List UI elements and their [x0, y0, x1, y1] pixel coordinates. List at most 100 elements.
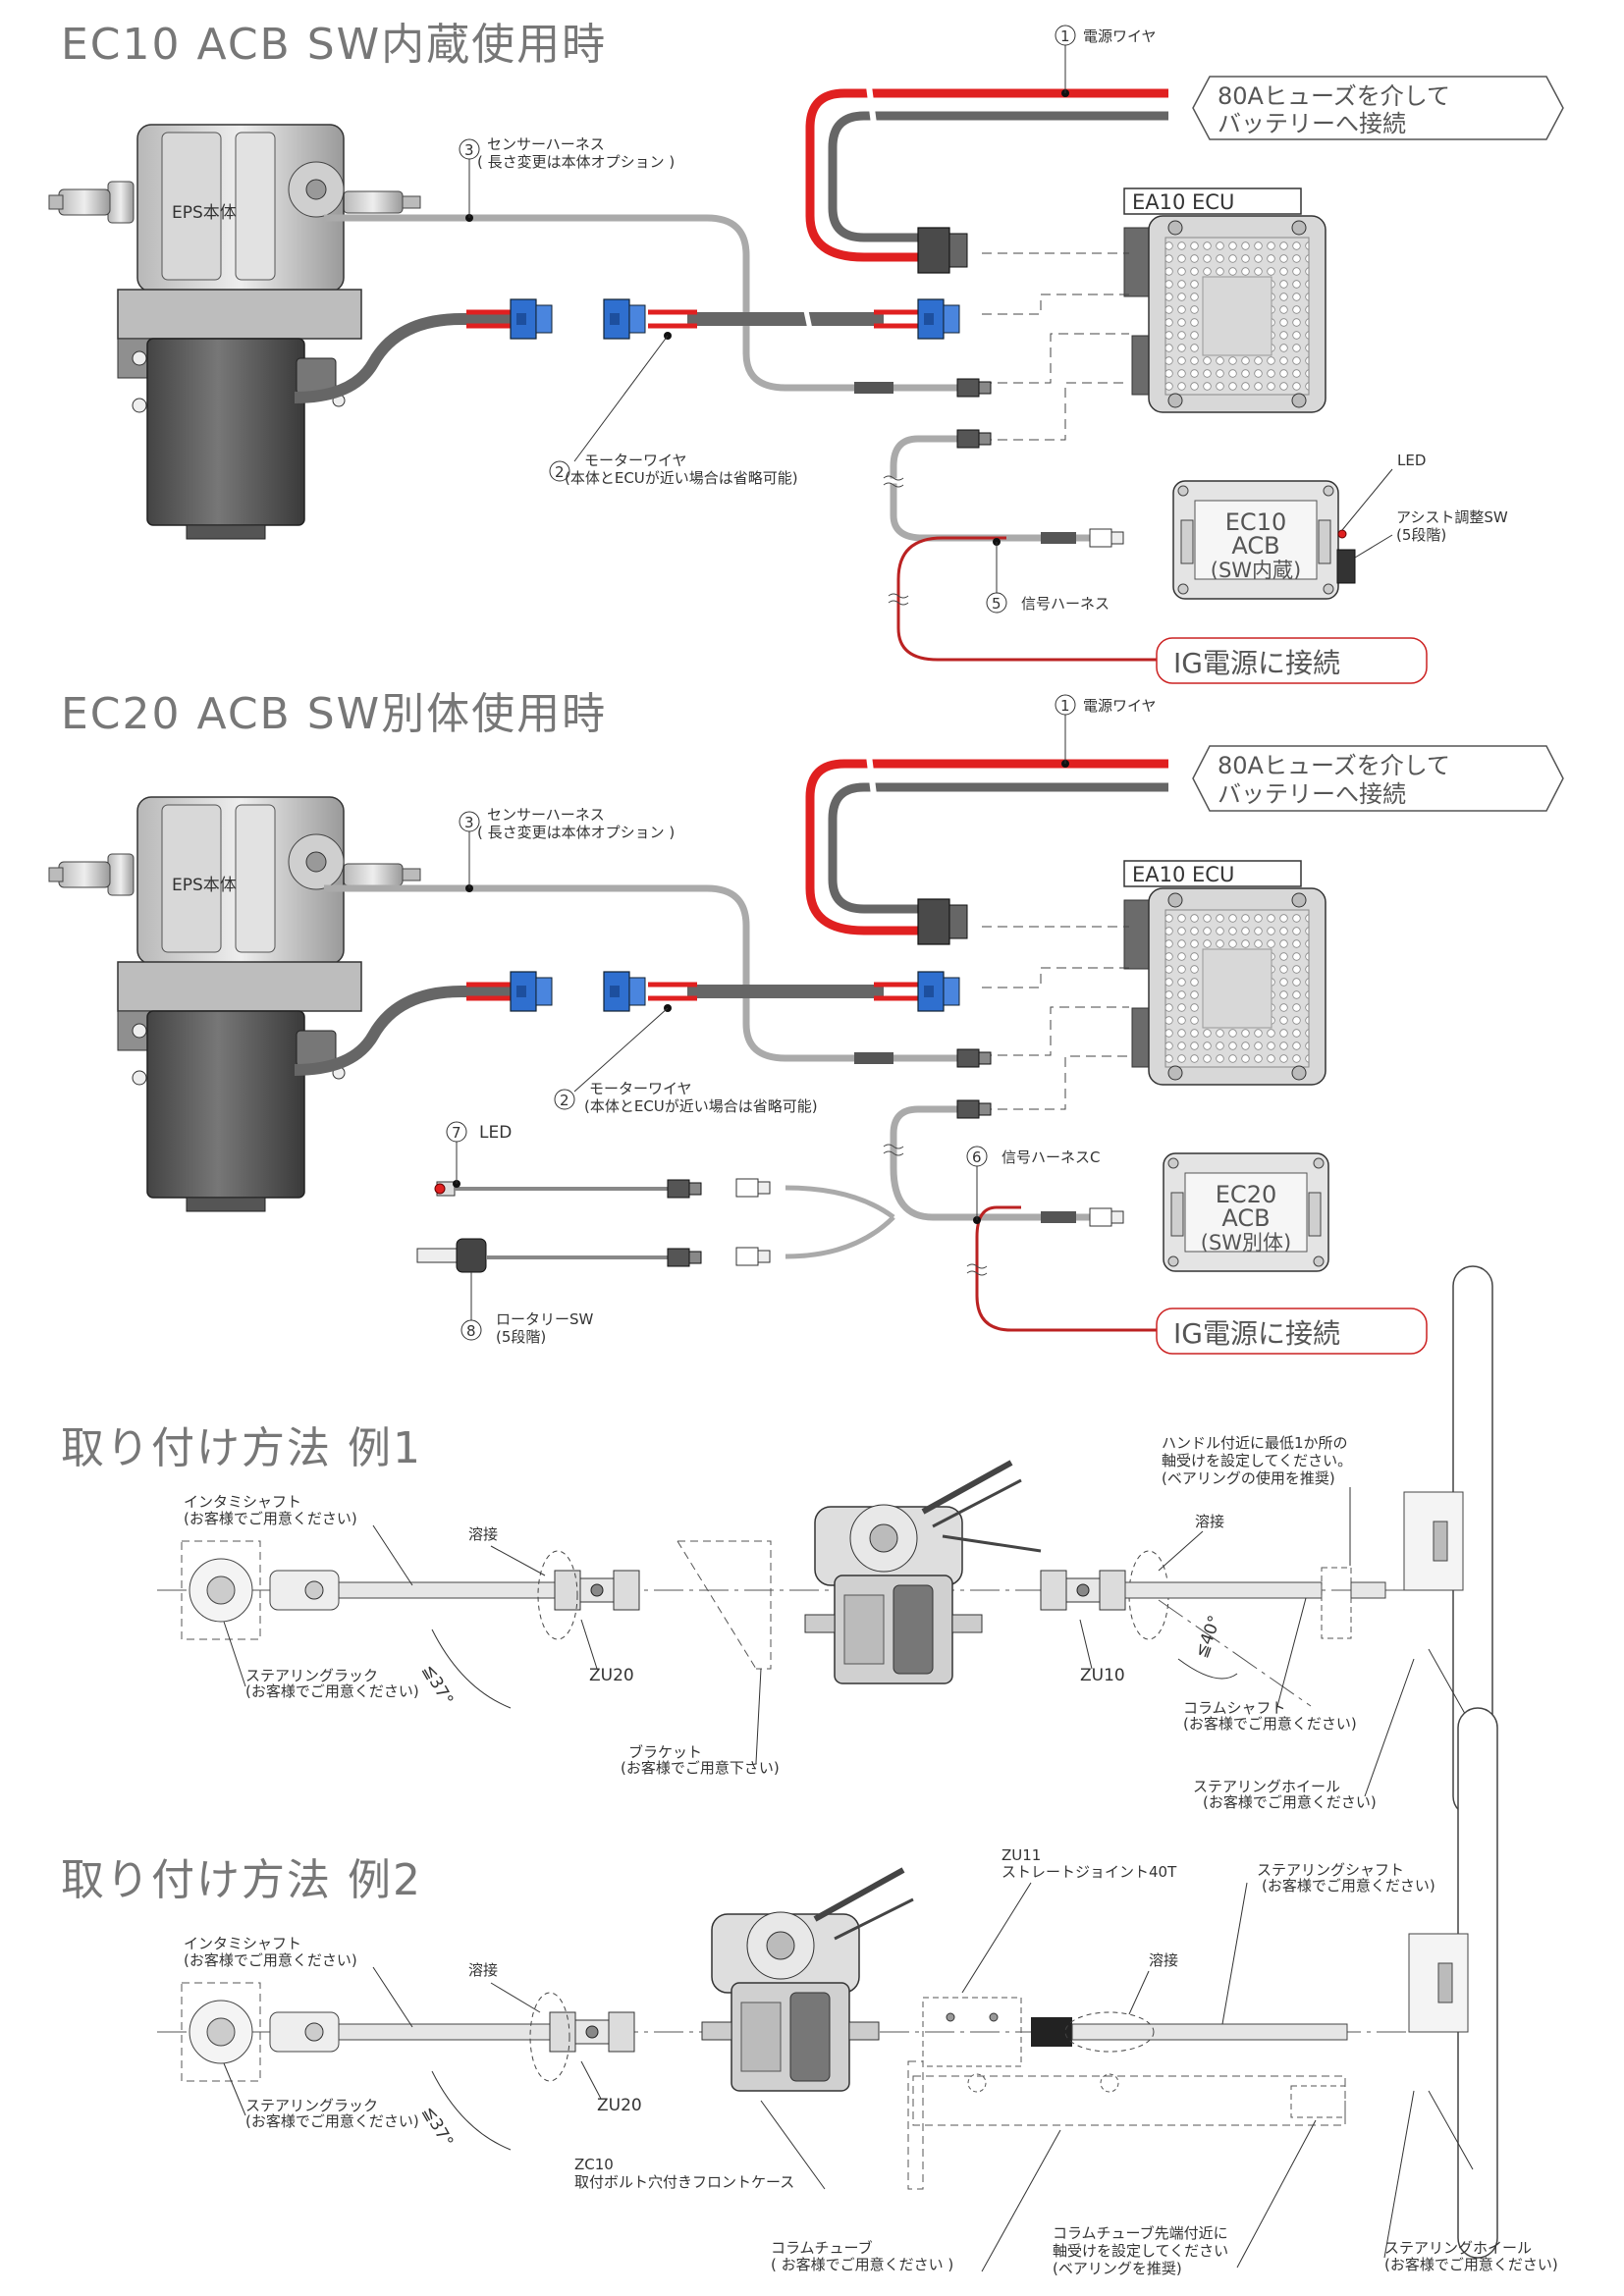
weld1-label-2: 溶接 — [468, 1961, 498, 1979]
rotary-sw-num: 8 — [466, 1322, 476, 1340]
intermediate-shaft-label-2: インタミシャフト — [184, 1935, 301, 1952]
acb-line2-2: ACB — [1221, 1204, 1270, 1232]
section4-title: 取り付け方法 例2 — [61, 1855, 422, 1905]
sensor-harness-sub-1: ( 長さ変更は本体オプション ) — [477, 153, 675, 171]
weld2-label-1: 溶接 — [1195, 1513, 1224, 1530]
motor-connector-b-2 — [603, 971, 646, 1012]
intermediate-shaft-label-1: インタミシャフト — [184, 1493, 301, 1511]
column-tube-note-line1: コラムチューブ先端付近に — [1053, 2224, 1228, 2242]
column-tube-note-line2: 軸受けを設定してください — [1053, 2242, 1228, 2260]
motor-wire-label-1: モーターワイヤ — [584, 452, 687, 469]
zc10-label: ZC10 — [574, 2156, 614, 2173]
zu11-label: ZU11 — [1001, 1846, 1041, 1864]
led-label-1: LED — [1397, 452, 1426, 469]
rotary-sw-label: ロータリーSW — [496, 1310, 594, 1328]
section2-title: EC20 ACB SW別体使用時 — [61, 689, 607, 739]
ecu-label-2: EA10 ECU — [1132, 863, 1234, 886]
acb-line2-1: ACB — [1231, 532, 1279, 560]
steering-rack-sub-1: (お客様でご用意ください) — [245, 1682, 419, 1700]
sensor-connector-2 — [956, 1048, 992, 1068]
section-mount-example2: 取り付け方法 例2 ≦37° インタミシャフト (お客様でご用意ください) 溶接… — [61, 1707, 1558, 2277]
angle1-label-1: ≦37° — [418, 1662, 458, 1709]
power-wire-num-2: 1 — [1060, 697, 1070, 715]
acb-line1-1: EC10 — [1225, 508, 1286, 536]
column-shaft-label-1: コラムシャフト — [1183, 1699, 1286, 1717]
ecu-unit-1 — [1123, 187, 1326, 413]
led-part-num: 7 — [452, 1124, 461, 1142]
motor-wire-label-2: モーターワイヤ — [589, 1080, 692, 1097]
steering-rack-label-2: ステアリングラック — [245, 2097, 378, 2114]
section-ec20: EC20 ACB SW別体使用時 EPS本体 1 電源ワイヤ 80Aヒューズを介… — [48, 689, 1564, 1355]
column-tube-sub: ( お客様でご用意ください ) — [771, 2256, 953, 2273]
zu20-joint-2 — [549, 2011, 635, 2053]
section-mount-example1: 取り付け方法 例1 ≦37° インタミシャフト (お客様でご用意ください) 溶接… — [61, 1265, 1493, 1817]
zu20-label-1: ZU20 — [589, 1666, 634, 1685]
section-ec10: EC10 ACB SW内蔵使用時 EPS本体 1 電源ワイヤ 80Aヒューズを介… — [48, 20, 1564, 684]
zu10-joint-1 — [1040, 1570, 1126, 1611]
rotary-sw-connector — [667, 1248, 702, 1267]
power-wire-label-1: 電源ワイヤ — [1083, 27, 1157, 45]
zu20-label-2: ZU20 — [597, 2096, 642, 2115]
steering-wheel-sub-1: (お客様でご用意ください) — [1203, 1793, 1377, 1811]
signal-harness-num-1: 5 — [992, 595, 1001, 613]
steering-wheel-label-2: ステアリングホイール — [1384, 2239, 1532, 2257]
motor-connector-b-1 — [603, 298, 646, 340]
section3-title: 取り付け方法 例1 — [61, 1423, 422, 1473]
fuse-note-line1-1: 80Aヒューズを介して — [1218, 82, 1450, 110]
zu20-joint-1 — [554, 1570, 640, 1611]
signal-connector-a-1 — [956, 429, 992, 449]
ecu-unit-2 — [1123, 860, 1326, 1086]
assist-sw-sub-1: (5段階) — [1396, 526, 1446, 544]
intermediate-shaft-sub-1: (お客様でご用意ください) — [184, 1510, 357, 1527]
bearing-note-line3: (ベアリングの使用を推奨) — [1162, 1469, 1335, 1487]
bracket-sub-1: (お客様でご用意下さい) — [621, 1759, 780, 1777]
signal-harness-num-2: 6 — [972, 1148, 982, 1166]
eps-side-1 — [804, 1504, 983, 1684]
sensor-harness-num-1: 3 — [464, 141, 474, 159]
eps-label-2: EPS本体 — [172, 876, 237, 895]
rotary-sw-sub: (5段階) — [496, 1328, 546, 1346]
power-connector-1 — [917, 227, 968, 274]
motor-wire-num-1: 2 — [555, 463, 565, 481]
motor-connector-a-2 — [510, 971, 553, 1012]
ecu-label-1: EA10 ECU — [1132, 190, 1234, 214]
steering-shaft-label-2: ステアリングシャフト — [1257, 1861, 1404, 1879]
steering-wheel-sub-2: (お客様でご用意ください) — [1384, 2256, 1558, 2273]
intermediate-shaft-sub-2: (お客様でご用意ください) — [184, 1951, 357, 1969]
signal-connector-b-1 — [1089, 528, 1124, 548]
signal-harness-label-1: 信号ハーネス — [1021, 595, 1110, 613]
angle1-label-2: ≦37° — [418, 2104, 458, 2151]
bearing-note-line1: ハンドル付近に最低1か所の — [1162, 1434, 1348, 1452]
angle2-label-1: ≦40° — [1192, 1613, 1225, 1661]
motor-wire-num-2: 2 — [560, 1092, 569, 1109]
eps-unit-2 — [48, 796, 421, 1212]
motor-connector-c-1 — [917, 298, 960, 340]
fuse-note-line2-1: バッテリーへ接続 — [1218, 110, 1406, 137]
led-part-connector — [667, 1179, 702, 1199]
sensor-connector-1 — [956, 378, 992, 398]
signal-connector-b-2 — [1089, 1207, 1124, 1227]
column-tube-label: コラムチューブ — [771, 2239, 873, 2257]
steering-rack-label-1: ステアリングラック — [245, 1667, 378, 1684]
sensor-harness-num-2: 3 — [464, 814, 474, 831]
fuse-note-line2-2: バッテリーへ接続 — [1218, 780, 1406, 808]
motor-connector-c-2 — [917, 971, 960, 1012]
ig-note-2: IG電源に接続 — [1173, 1317, 1340, 1350]
steering-wheel-label-1: ステアリングホイール — [1193, 1778, 1340, 1795]
eps-label-1: EPS本体 — [172, 203, 237, 223]
steering-shaft-sub-2: (お客様でご用意ください) — [1262, 1877, 1435, 1895]
power-wire-label-2: 電源ワイヤ — [1083, 697, 1157, 715]
eps-side-2 — [701, 1911, 880, 2092]
signal-harness-label-2: 信号ハーネスC — [1001, 1148, 1100, 1166]
sensor-harness-label-2: センサーハーネス — [487, 806, 605, 824]
fuse-note-line1-2: 80Aヒューズを介して — [1218, 752, 1450, 779]
ig-note-1: IG電源に接続 — [1173, 647, 1340, 679]
assist-sw-label-1: アシスト調整SW — [1396, 508, 1508, 526]
eps-unit-1 — [48, 124, 421, 540]
acb-line3-2: (SW別体) — [1201, 1231, 1291, 1255]
zc10-sub: 取付ボルト穴付きフロントケース — [574, 2173, 794, 2191]
zu11-sub: ストレートジョイント40T — [1001, 1863, 1177, 1881]
led-mate-connector — [735, 1178, 771, 1198]
sensor-harness-label-1: センサーハーネス — [487, 135, 605, 153]
